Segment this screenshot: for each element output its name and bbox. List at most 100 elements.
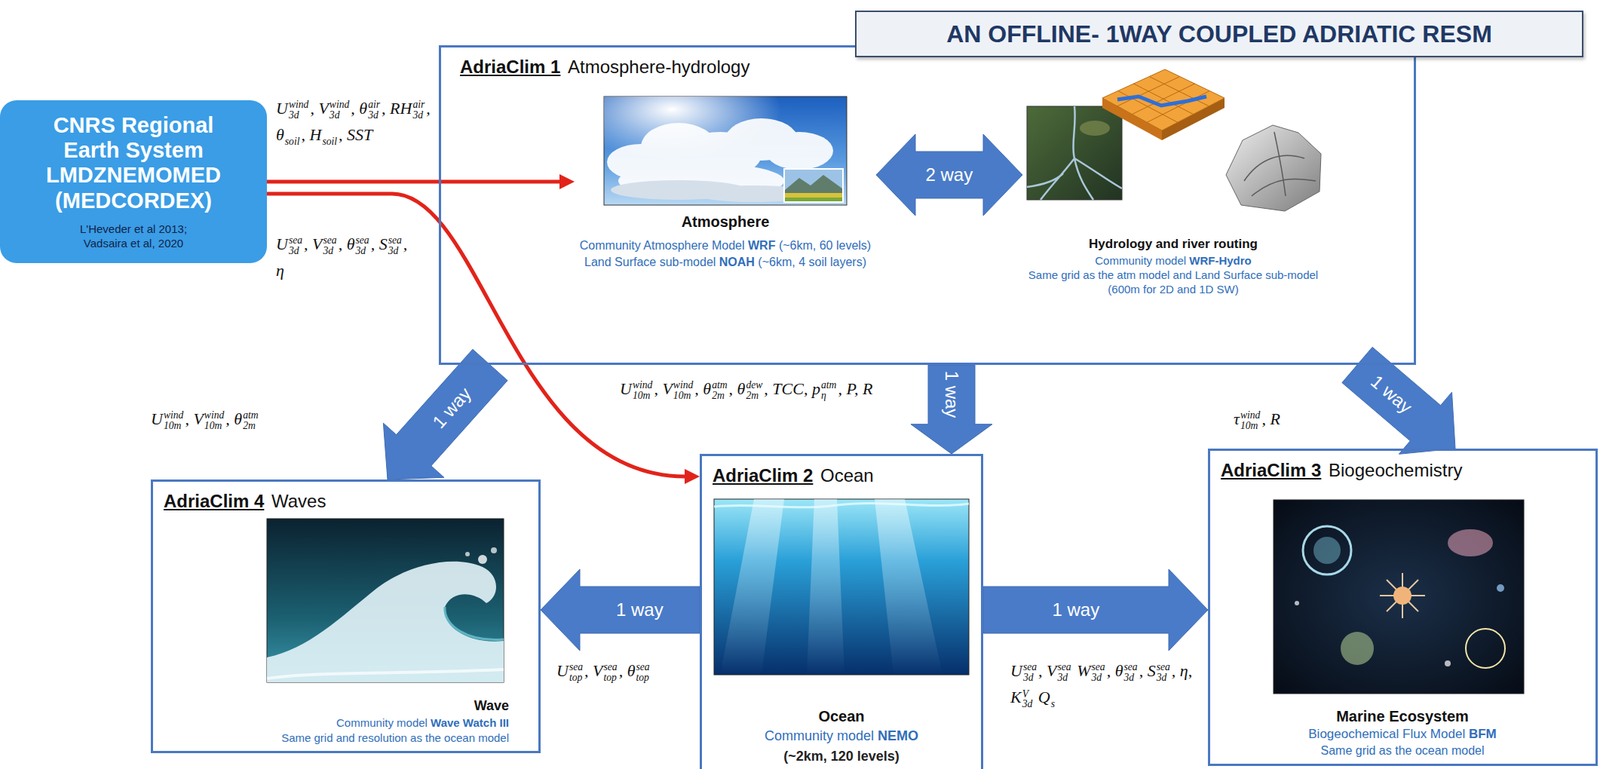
wave-photo-part [465,551,470,557]
model-heading: AdriaClim 2 [712,465,813,488]
model-note: Same grid and resolution as the ocean mo… [169,731,509,745]
plankton-photo [1273,499,1524,694]
forcing-arrow [266,174,575,190]
script-stack: 10mwind [204,410,225,431]
superscript: sea [603,662,618,673]
subscript: 3d [1057,672,1072,684]
terrain-relief-part [1226,125,1322,212]
model-box: AdriaClim 3BiogeochemistryMarine Ecosyst… [1207,448,1598,767]
superscript: wind [673,380,694,391]
bold-run: Wave Watch III [430,716,509,730]
subscript: 10m [204,420,225,432]
bold-run: WRF [747,239,776,252]
atmosphere-photo-part [784,174,843,202]
subscript: top [603,672,618,684]
subscript: top [636,672,650,684]
plankton-photo-part [1302,526,1352,575]
component-name: Ocean [709,707,974,726]
forcing-arrow-part [266,180,560,184]
model-subtitle: Ocean [820,465,874,488]
wave-photo-part [478,554,488,564]
superscript: dew [745,380,763,391]
model-subtitle: Waves [271,490,326,513]
script-stack: 3dair [412,99,425,120]
model-heading: AdriaClim 3 [1220,459,1322,482]
script-stack: 2matm [711,380,727,401]
subscript: 3d [323,245,338,257]
bold-run: NEMO [877,728,919,744]
subscript: soil [285,136,301,148]
block-arrow [540,569,700,651]
superscript: sea [388,235,402,246]
arrow-label: 1 way [616,600,664,620]
atmosphere-photo-part [784,168,843,203]
model-note: Land Surface sub-model NOAH (~6km, 4 soi… [574,254,877,270]
wave-photo-part [490,547,497,554]
model-box: AdriaClim 1Atmosphere-hydrologyAtmospher… [438,45,1417,365]
model-note: Community model Wave Watch III [169,716,509,730]
plankton-photo-part [1444,660,1451,667]
forcing-arrow-part [684,468,700,485]
subscript: 3d [288,110,310,121]
subscript: 3d [355,245,370,257]
wave-photo-part [266,669,504,679]
script-stack: 3dwind [329,99,350,120]
variable-list: U3dsea, V3dsea, θ3dsea, S3dsea, η [275,230,408,284]
superscript: sea [1091,662,1106,673]
superscript [285,126,301,138]
superscript: sea [1124,662,1138,673]
script-stack: topsea [603,662,618,683]
atmosphere-photo-part-part [765,131,834,170]
subscript: 3d [388,245,402,257]
superscript: wind [163,410,184,421]
bold-run: WRF-Hydro [1189,254,1252,267]
script-stack: 3dsea [388,235,402,256]
model-note: Community model NEMO [709,728,974,745]
arrow-label: 1 way [1052,600,1101,620]
script-stack: 2mdew [745,380,763,401]
variable-list: τ10mwind, R [1233,405,1355,433]
arrow-label: 1 way [942,370,961,419]
title-box: AN OFFLINE- 1WAY COUPLED ADRIATIC RESM [855,10,1584,58]
subscript: 3d [1023,672,1037,684]
component-name: Marine Ecosystem [1221,707,1584,726]
script-stack: 3dsea [323,235,338,256]
superscript: wind [204,410,225,421]
subscript: η [821,390,837,402]
model-box: AdriaClim 4WavesWaveCommunity model Wave… [150,479,541,754]
superscript [1051,689,1055,700]
subscript: 2m [242,420,258,432]
script-stack: 10mwind [673,380,694,401]
bold-run: NOAH [719,255,755,269]
variable-list: U3dsea, V3dsea W3dsea, θ3dsea, S3dsea, η… [1010,657,1199,711]
script-stack: 10mwind [163,410,184,431]
subscript: 3d [329,110,350,121]
script-stack: 3dsea [1023,662,1037,683]
subscript: s [1051,698,1055,710]
superscript: sea [1057,662,1072,673]
script-stack: 3dsea [1057,662,1072,683]
superscript: V [1022,689,1033,700]
terrain-relief-part [1244,131,1316,197]
model-note: Same grid as the ocean model [1221,743,1584,758]
script-stack: 3dair [367,99,381,120]
terrain-relief [1226,125,1322,212]
wave-photo-part [266,561,504,683]
title: AN OFFLINE- 1WAY COUPLED ADRIATIC RESM [946,19,1493,49]
arrow-label: 2 way [925,165,974,184]
delta-image-part [1079,120,1110,136]
script-stack: 2matm [242,410,258,431]
subscript: 10m [1240,420,1261,432]
ocean-photo-part [806,499,845,675]
subscript: 3d [1022,698,1033,710]
plankton-photo-part [1273,499,1524,694]
model-heading: AdriaClim 1 [459,56,561,79]
plankton-photo-part [1379,573,1426,619]
script-stack: 3dsea [1156,662,1171,683]
script-stack: soil [321,126,338,148]
subscript: 3d [1091,672,1106,684]
atmosphere-photo [603,96,847,206]
superscript: air [367,99,381,111]
script-stack: topsea [636,662,650,683]
